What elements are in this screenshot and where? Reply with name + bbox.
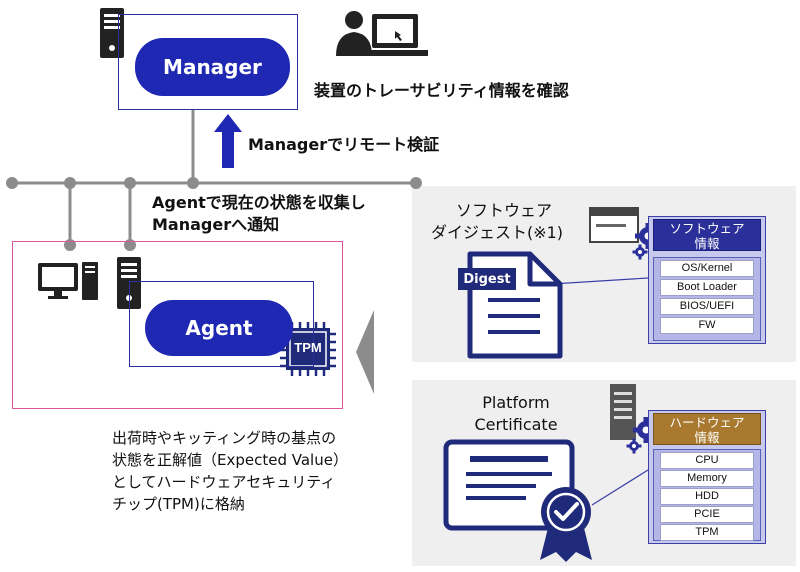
collect-caption-line1: Agentで現在の状態を収集し <box>152 193 366 212</box>
software-window-icon <box>589 207 639 243</box>
desktop-pc-icon <box>38 262 98 300</box>
gear-icon <box>632 244 648 260</box>
hardware-info-header: ハードウェア 情報 <box>653 413 761 445</box>
note-line2: 状態を正解値（Expected Value） <box>112 451 348 469</box>
hardware-item-cpu: CPU <box>660 452 754 469</box>
tpm-chip-icon <box>280 322 336 376</box>
gear-icon <box>626 438 642 454</box>
software-item-boot-loader: Boot Loader <box>660 279 754 296</box>
agent-frame <box>12 241 343 409</box>
award-badge-icon <box>540 487 592 562</box>
software-info-title-line2: 情報 <box>694 236 720 251</box>
hardware-item-pcie: PCIE <box>660 506 754 523</box>
agent-pill[interactable]: Agent <box>145 300 293 356</box>
operator-check-caption: 装置のトレーサビリティ情報を確認 <box>314 81 569 100</box>
platform-certificate-title-line2: Certificate <box>474 415 558 434</box>
note-line4: チップ(TPM)に格納 <box>112 495 245 513</box>
network-bus <box>6 110 422 251</box>
note-line3: としてハードウェアセキュリティ <box>112 473 336 491</box>
software-info-box: ソフトウェア 情報 OS/Kernel Boot Loader BIOS/UEF… <box>648 216 766 344</box>
hardware-info-title-line1: ハードウェア <box>669 415 745 430</box>
manager-frame <box>118 14 298 110</box>
hardware-item-tpm: TPM <box>660 524 754 541</box>
tpm-chip-label: TPM <box>294 340 322 355</box>
hardware-info-title-line2: 情報 <box>694 430 720 445</box>
software-items-list: OS/Kernel Boot Loader BIOS/UEFI FW <box>653 257 761 341</box>
platform-certificate-title-line1: Platform <box>482 393 550 412</box>
platform-certificate-title: Platform Certificate <box>456 392 576 436</box>
software-info-title-line1: ソフトウェア <box>669 221 745 236</box>
operator-at-computer-icon <box>336 11 428 56</box>
hardware-items-list: CPU Memory HDD PCIE TPM <box>653 449 761 541</box>
server-icon <box>610 384 636 440</box>
left-pointer-triangle-icon <box>356 310 374 394</box>
software-digest-title-line2: ダイジェスト(※1) <box>430 223 564 242</box>
manager-pill[interactable]: Manager <box>135 38 290 96</box>
software-item-os-kernel: OS/Kernel <box>660 260 754 277</box>
software-item-bios-uefi: BIOS/UEFI <box>660 298 754 315</box>
collect-caption-line2: Managerへ通知 <box>152 215 280 234</box>
digest-tag: Digest <box>458 268 516 290</box>
hardware-item-memory: Memory <box>660 470 754 487</box>
software-item-fw: FW <box>660 317 754 334</box>
agent-device-frame <box>129 281 314 367</box>
software-digest-title: ソフトウェア ダイジェスト(※1) <box>431 200 564 244</box>
up-arrow-icon <box>214 114 242 168</box>
hardware-item-hdd: HDD <box>660 488 754 505</box>
remote-verify-caption: Managerでリモート検証 <box>248 135 440 154</box>
software-digest-title-line1: ソフトウェア <box>455 201 552 220</box>
hardware-info-box: ハードウェア 情報 CPU Memory HDD PCIE TPM <box>648 410 766 544</box>
note-line1: 出荷時やキッティング時の基点の <box>112 429 337 447</box>
certificate-icon <box>443 439 575 531</box>
software-info-header: ソフトウェア 情報 <box>653 219 761 251</box>
